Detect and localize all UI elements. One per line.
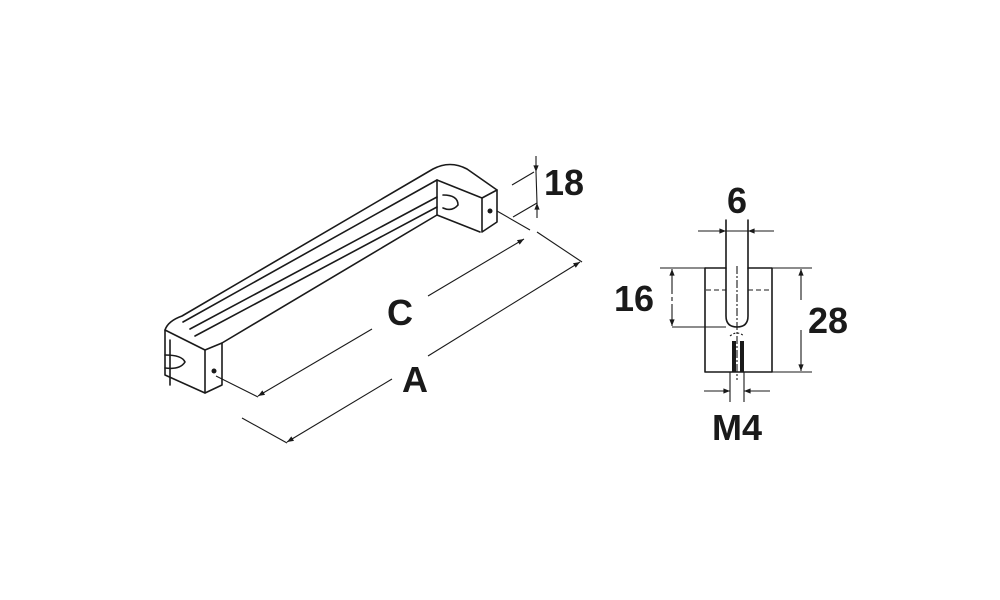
label-a: A — [402, 359, 428, 400]
label-6: 6 — [727, 180, 747, 221]
label-c: C — [387, 292, 413, 333]
label-18: 18 — [544, 162, 584, 203]
screw-hole-icon — [487, 208, 493, 214]
dimension-28: 28 — [798, 269, 848, 371]
dimension-a: A — [241, 231, 583, 444]
screw-hole-icon — [211, 368, 217, 374]
dimension-6: 6 — [698, 180, 774, 234]
label-m4: M4 — [712, 407, 762, 448]
dimension-18: 18 — [511, 156, 584, 218]
label-16: 16 — [614, 278, 654, 319]
label-28: 28 — [808, 300, 848, 341]
dimension-m4: M4 — [704, 388, 770, 448]
handle-isometric-view — [164, 163, 498, 394]
handle-side-view — [660, 219, 812, 402]
dimension-c: C — [215, 210, 531, 398]
dimension-16: 16 — [614, 269, 675, 326]
